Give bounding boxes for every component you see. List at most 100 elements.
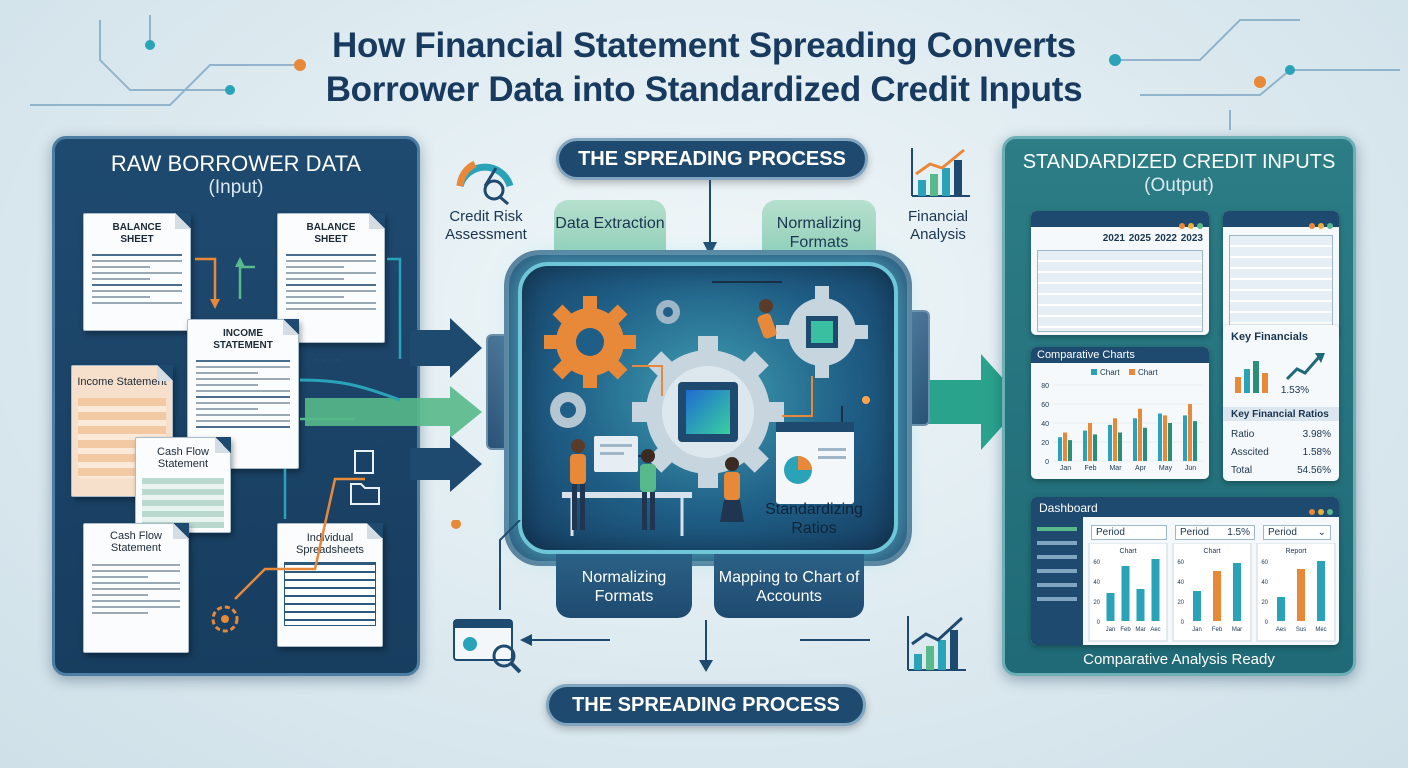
comparative-bar	[1118, 432, 1122, 461]
key-financials-value: 1.53%	[1280, 385, 1310, 396]
legend-label: Chart	[1100, 368, 1120, 377]
comparative-bar	[1133, 418, 1137, 461]
credit-risk-label: Credit Risk Assessment	[445, 208, 527, 243]
mini-bar	[1136, 589, 1145, 621]
gauge-icon	[456, 160, 514, 206]
key-financials-mini-chart	[1235, 353, 1325, 393]
comparative-bar	[1168, 423, 1172, 461]
financial-analysis-label: Financial Analysis	[907, 208, 969, 243]
comparative-bar	[1068, 440, 1072, 461]
bottom-flow-arrows	[451, 520, 870, 674]
mini-x-tick: Jan	[1106, 627, 1116, 633]
mini-x-tick: Feb	[1120, 627, 1131, 633]
mini-y-tick: 0	[1097, 620, 1101, 626]
spreading-process-bottom-pill: THE SPREADING PROCESS	[546, 684, 866, 726]
comparative-bar	[1188, 404, 1192, 461]
key-financials-label: Key Financials	[1231, 331, 1309, 343]
mini-y-tick: 60	[1261, 560, 1268, 566]
tab-normalizing-formats-bottom: Normalizing Formats	[556, 554, 692, 618]
mini-y-tick: 20	[1093, 600, 1100, 606]
mini-chart-title: Chart	[1203, 548, 1220, 555]
ratio-label: Ratio	[1231, 429, 1255, 440]
x-tick-label: May	[1159, 465, 1173, 472]
x-tick-label: Jan	[1060, 465, 1071, 472]
input-panel-subtitle: (Input)	[208, 177, 264, 198]
output-panel-title: STANDARDIZED CREDIT INPUTS	[1022, 151, 1336, 173]
growth-chart-icon	[907, 616, 966, 671]
x-tick-label: Jun	[1185, 465, 1196, 472]
mini-y-tick: 60	[1093, 560, 1100, 566]
page-title: How Financial Statement Spreading Conver…	[325, 26, 1083, 109]
mini-bar	[1213, 571, 1221, 621]
mini-x-tick: Sus	[1296, 627, 1306, 633]
total-value: 54.56%	[1297, 465, 1331, 476]
legend-label: Chart	[1138, 368, 1158, 377]
spreading-process-top-pill: THE SPREADING PROCESS	[556, 138, 868, 180]
mini-x-tick: Aec	[1150, 627, 1160, 633]
mini-x-tick: Aes	[1276, 627, 1286, 633]
mini-x-tick: Mar	[1135, 627, 1145, 633]
period-select-3[interactable]: Period ⌄	[1263, 525, 1331, 540]
mini-chart-title: Chart	[1119, 548, 1136, 555]
assoc-value: 1.58%	[1302, 447, 1331, 458]
mini-bar	[1297, 569, 1305, 621]
input-panel-title: RAW BORROWER DATA	[110, 151, 362, 176]
mini-x-tick: Feb	[1212, 627, 1223, 633]
balance-sheet-doc: BALANCE SHEET	[83, 213, 191, 331]
key-financials-table-card	[1223, 211, 1339, 335]
total-label: Total	[1231, 465, 1253, 476]
dashboard-title: Dashboard	[1039, 501, 1098, 515]
mini-y-tick: 40	[1177, 580, 1184, 586]
mini-y-tick: 0	[1181, 620, 1185, 626]
mini-bar	[1277, 597, 1285, 621]
period-select-2[interactable]: Period 1.5%	[1175, 525, 1255, 540]
y-tick-label: 60	[1041, 402, 1049, 409]
comparative-bar	[1113, 418, 1117, 461]
y-tick-label: 40	[1041, 421, 1049, 428]
mini-y-tick: 20	[1261, 600, 1268, 606]
dashboard-footer: Comparative Analysis Ready	[1083, 651, 1275, 668]
dashboard-card: Dashboard Period Period 1.5% Period ⌄ Ch…	[1031, 497, 1339, 645]
x-tick-label: Apr	[1135, 465, 1147, 472]
key-ratios-title: Key Financial Ratios	[1231, 409, 1329, 420]
comparative-bar	[1083, 430, 1087, 461]
machine-gears	[544, 281, 870, 536]
comparative-bar	[1093, 434, 1097, 461]
cash-flow-doc: Cash Flow Statement	[135, 437, 231, 533]
mini-bar	[1193, 591, 1201, 621]
period-select-1[interactable]: Period	[1091, 525, 1167, 540]
dashboard-header: Dashboard	[1031, 497, 1339, 517]
down-arrow-top	[703, 180, 717, 256]
ratio-value: 3.98%	[1302, 429, 1331, 440]
cash-flow-doc-2: Cash Flow Statement	[83, 523, 189, 653]
balance-sheet-doc-2: BALANCE SHEET	[277, 213, 385, 343]
output-panel: STANDARDIZED CREDIT INPUTS (Output) 2021…	[1002, 136, 1356, 676]
legend-swatch	[1091, 369, 1097, 375]
comparative-bar	[1063, 432, 1067, 461]
standardizing-ratios-label: Standardizing Ratios	[765, 501, 863, 537]
assoc-label: Asscited	[1231, 447, 1269, 458]
comparative-bar	[1058, 437, 1062, 461]
mini-chart-title: Report	[1285, 548, 1306, 555]
comparative-bar	[1183, 415, 1187, 461]
legend-swatch	[1129, 369, 1135, 375]
spreadsheets-doc: Individual Spreadsheets	[277, 523, 383, 647]
mini-y-tick: 40	[1093, 580, 1100, 586]
mini-x-tick: Jan	[1192, 627, 1202, 633]
comparative-charts-title: Comparative Charts	[1031, 347, 1209, 363]
mini-x-tick: Mec	[1315, 627, 1326, 633]
tab-mapping-chart-of-accounts: Mapping to Chart of Accounts	[714, 554, 864, 618]
dashboard-sidebar	[1031, 517, 1083, 645]
comparative-bar	[1158, 413, 1162, 461]
mini-x-tick: Mar	[1232, 627, 1242, 633]
mini-bar	[1151, 559, 1160, 621]
mini-bar	[1317, 561, 1325, 621]
mini-bar	[1121, 566, 1130, 621]
mini-y-tick: 20	[1177, 600, 1184, 606]
y-tick-label: 0	[1045, 459, 1049, 466]
output-panel-subtitle: (Output)	[1144, 175, 1214, 196]
